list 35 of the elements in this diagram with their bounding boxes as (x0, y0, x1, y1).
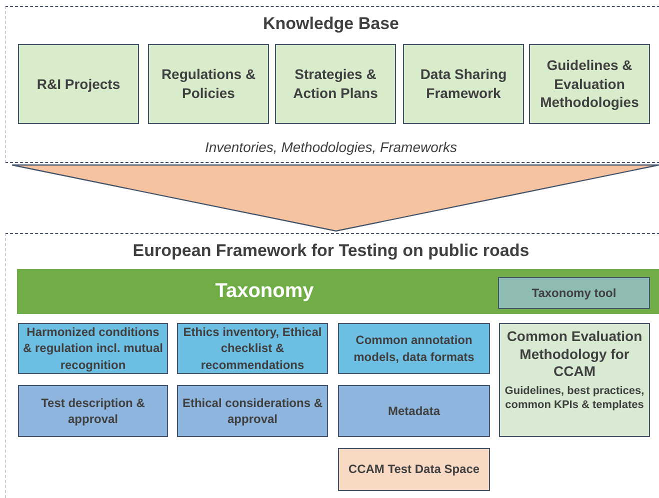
framework-box (338, 385, 490, 437)
box-label: Data Sharing Framework (419, 65, 508, 103)
framework-box (18, 385, 168, 437)
knowledge-box (403, 44, 524, 124)
framework-box (338, 323, 490, 374)
section-title: European Framework for Testing on public roads (132, 241, 530, 261)
knowledge-box (148, 44, 269, 124)
box-label: Strategies & Action Plans (292, 65, 379, 103)
box-label: Taxonomy tool (532, 284, 616, 302)
box-label: R&I Projects (36, 74, 120, 94)
section-panel (5, 233, 659, 498)
box-label: CCAM Test Data Space (348, 461, 480, 478)
knowledge-box (529, 44, 650, 124)
section-title: Knowledge Base (262, 14, 400, 34)
box-label: Common annotation models, data formats (352, 332, 476, 365)
framework-box (177, 385, 328, 437)
knowledge-box (275, 44, 396, 124)
tool-box (498, 277, 650, 309)
knowledge-box (18, 44, 139, 124)
taxonomy-bar (17, 269, 659, 314)
box-label: Regulations & Policies (160, 65, 257, 103)
section-panel (5, 6, 659, 163)
box-label: Ethics inventory, Ethical checklist & recommendations (182, 324, 323, 373)
box-description: Guidelines, best practices, common KPIs & templates (504, 384, 646, 414)
box-label: Harmonized conditions & regulation incl. mutual recognition (22, 324, 164, 373)
data-space-box (338, 448, 490, 491)
funnel-arrow (11, 164, 659, 232)
box-label: Ethical considerations & approval (181, 394, 324, 428)
section-subtitle: Inventories, Methodologies, Frameworks (204, 139, 458, 155)
methodology-box (499, 323, 650, 437)
bar-title: Taxonomy (215, 279, 314, 304)
box-label: Test description & approval (40, 394, 146, 428)
box-label: Metadata (388, 402, 440, 420)
box-label: Common Evaluation Methodology for CCAM (506, 328, 644, 380)
box-label: Guidelines & Evaluation Methodologies (539, 56, 640, 112)
